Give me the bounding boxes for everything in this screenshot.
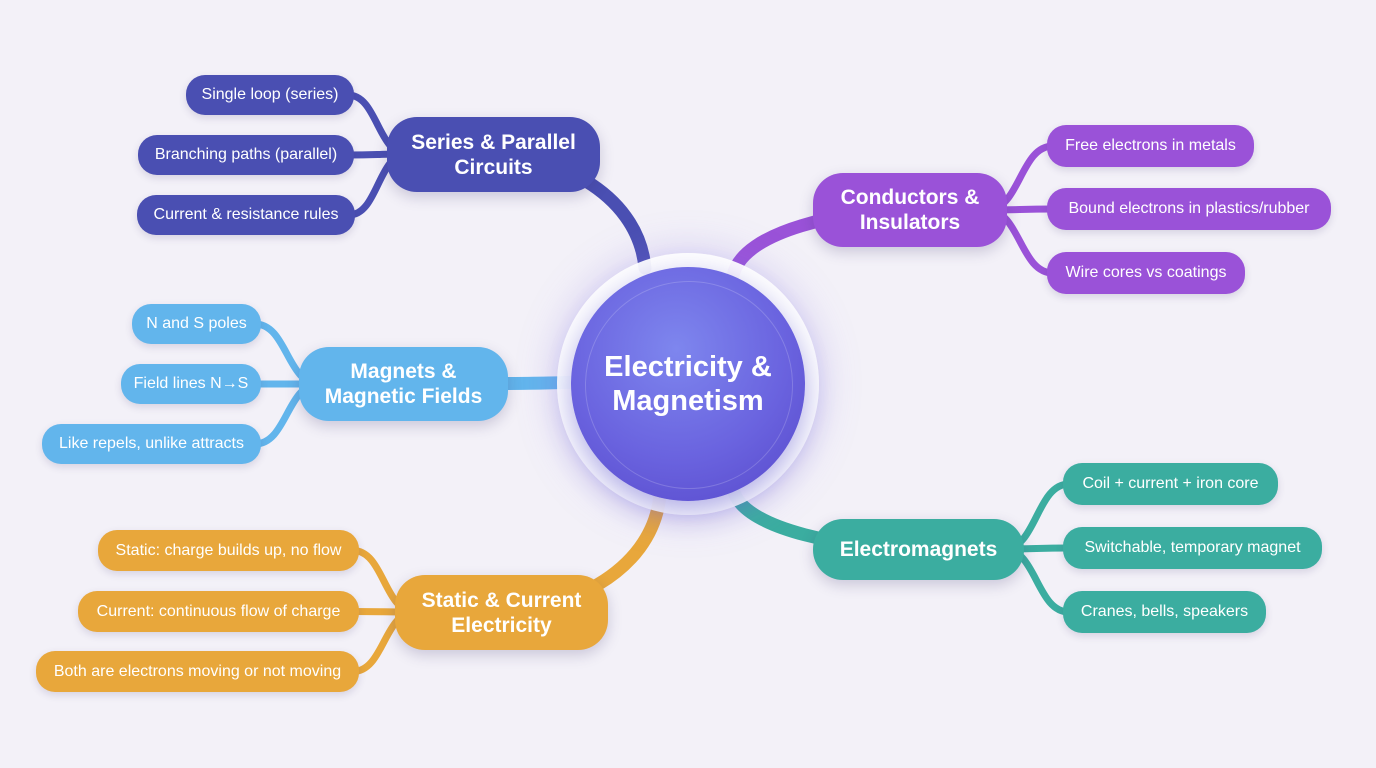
leaf-label: Switchable, temporary magnet xyxy=(1084,539,1301,556)
leaf-label: Both are electrons moving or not moving xyxy=(53,662,342,680)
leaf-label: Wire cores vs coatings xyxy=(1065,264,1227,281)
branch-label: Electromagnets xyxy=(839,538,998,561)
branch-node-conductors[interactable]: Conductors & Insulators xyxy=(813,173,1007,247)
leaf-node-static-1[interactable]: Current: continuous flow of charge xyxy=(78,591,359,632)
branch-label: Conductors & Insulators xyxy=(840,186,980,234)
leaf-label: Current: continuous flow of charge xyxy=(96,602,341,620)
leaf-node-static-0[interactable]: Static: charge builds up, no flow xyxy=(98,530,359,571)
leaf-node-series-0[interactable]: Single loop (series) xyxy=(186,75,354,115)
leaf-label: Free electrons in metals xyxy=(1065,137,1236,154)
leaf-label: Cranes, bells, speakers xyxy=(1080,603,1249,620)
leaf-node-static-2[interactable]: Both are electrons moving or not moving xyxy=(36,651,359,692)
leaf-node-conductors-0[interactable]: Free electrons in metals xyxy=(1047,125,1254,167)
leaf-label: Coil + current + iron core xyxy=(1082,475,1259,492)
leaf-label: Field lines N→S xyxy=(133,375,249,392)
leaf-label: Like repels, unlike attracts xyxy=(59,435,244,452)
leaf-node-conductors-1[interactable]: Bound electrons in plastics/rubber xyxy=(1047,188,1331,230)
leaf-node-electromagnets-2[interactable]: Cranes, bells, speakers xyxy=(1063,591,1266,633)
branch-node-series[interactable]: Series & Parallel Circuits xyxy=(387,117,600,192)
leaf-node-magnets-0[interactable]: N and S poles xyxy=(132,304,261,344)
leaf-node-magnets-1[interactable]: Field lines N→S xyxy=(121,364,261,404)
branch-label: Magnets & Magnetic Fields xyxy=(324,360,483,408)
center-node-title: Electricity & Magnetism xyxy=(604,351,772,417)
leaf-node-series-2[interactable]: Current & resistance rules xyxy=(137,195,355,235)
leaf-label: N and S poles xyxy=(146,315,247,332)
leaf-node-magnets-2[interactable]: Like repels, unlike attracts xyxy=(42,424,261,464)
leaf-label: Static: charge builds up, no flow xyxy=(115,541,342,559)
leaf-label: Branching paths (parallel) xyxy=(154,146,338,163)
branch-node-electromagnets[interactable]: Electromagnets xyxy=(813,519,1024,580)
leaf-label: Single loop (series) xyxy=(201,86,339,103)
leaf-label: Current & resistance rules xyxy=(153,206,339,223)
leaf-label: Bound electrons in plastics/rubber xyxy=(1068,200,1310,217)
leaf-node-series-1[interactable]: Branching paths (parallel) xyxy=(138,135,354,175)
branch-label: Static & Current Electricity xyxy=(421,588,582,637)
leaf-node-electromagnets-1[interactable]: Switchable, temporary magnet xyxy=(1063,527,1322,569)
branch-node-magnets[interactable]: Magnets & Magnetic Fields xyxy=(299,347,508,421)
branch-node-static[interactable]: Static & Current Electricity xyxy=(395,575,608,650)
leaf-node-electromagnets-0[interactable]: Coil + current + iron core xyxy=(1063,463,1278,505)
center-node: Electricity & Magnetism xyxy=(571,267,805,501)
leaf-node-conductors-2[interactable]: Wire cores vs coatings xyxy=(1047,252,1245,294)
branch-label: Series & Parallel Circuits xyxy=(411,130,576,179)
